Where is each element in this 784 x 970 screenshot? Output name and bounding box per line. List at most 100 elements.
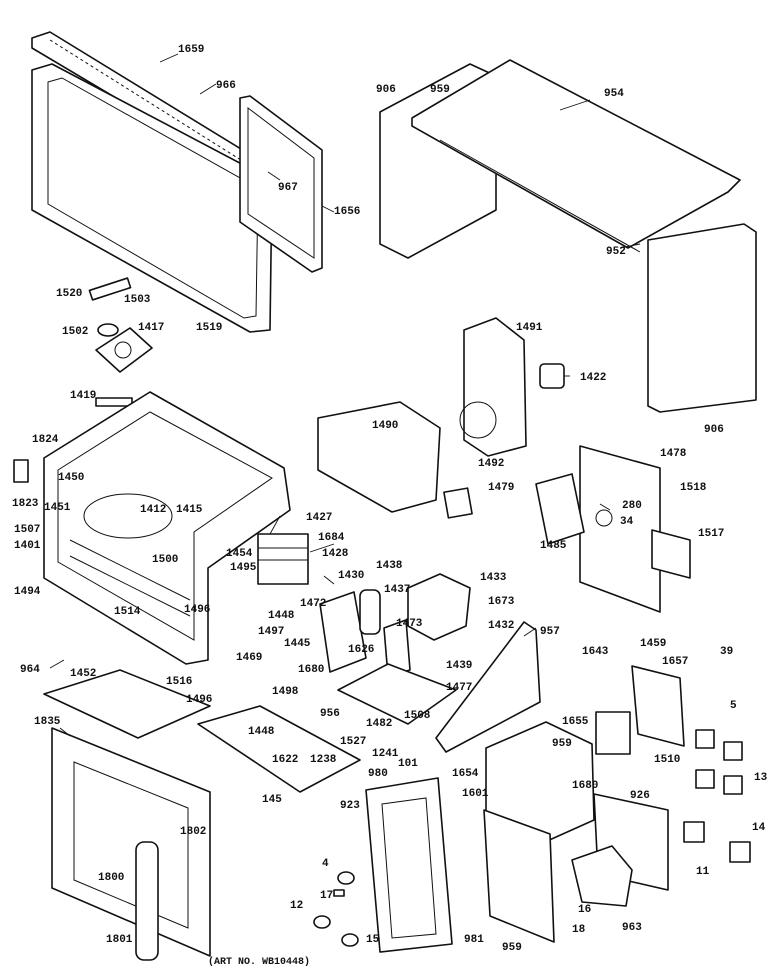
label-923: 923 — [340, 800, 360, 812]
label-1419: 1419 — [70, 390, 96, 402]
transformer-1433-part — [407, 573, 471, 641]
brace-957-part — [435, 621, 541, 753]
label-15: 15 — [366, 934, 380, 946]
fan-bracket-1491-part — [459, 317, 527, 457]
label-1473: 1473 — [396, 618, 423, 630]
label-1491: 1491 — [516, 322, 543, 334]
motor-plate-1417-part — [95, 327, 153, 373]
stirrer-1502-part — [97, 323, 119, 337]
label-1802: 1802 — [180, 826, 206, 838]
label-1433: 1433 — [480, 572, 507, 584]
label-1514: 1514 — [114, 606, 141, 618]
label-1520: 1520 — [56, 288, 82, 300]
choke-panel-part — [239, 95, 323, 273]
label-11: 11 — [696, 866, 710, 878]
board-1655-part — [595, 711, 631, 755]
label-1824: 1824 — [32, 434, 59, 446]
label-967: 967 — [278, 182, 298, 194]
label-1498: 1498 — [272, 686, 299, 698]
clip-1823-part — [13, 459, 29, 483]
label-952: 952 — [606, 246, 626, 258]
label-1454: 1454 — [226, 548, 253, 560]
plate-1479-part — [443, 487, 473, 519]
hinge-1419-part — [95, 397, 133, 407]
label-1472: 1472 — [300, 598, 326, 610]
label-1437: 1437 — [384, 584, 410, 596]
label-906-right: 906 — [704, 424, 724, 436]
label-1680-a: 1680 — [298, 664, 324, 676]
label-959-mid: 959 — [552, 738, 572, 750]
label-926: 926 — [630, 790, 650, 802]
label-1510: 1510 — [654, 754, 680, 766]
label-1432: 1432 — [488, 620, 514, 632]
label-981: 981 — [464, 934, 484, 946]
label-1680-b: 1680 — [572, 780, 598, 792]
bottom-plate-part — [43, 669, 361, 793]
panel-18-part — [483, 809, 555, 943]
label-1654: 1654 — [452, 768, 479, 780]
label-34: 34 — [620, 516, 634, 528]
label-906-top: 906 — [376, 84, 396, 96]
label-1430: 1430 — [338, 570, 364, 582]
diode-bracket-1473-part — [383, 619, 411, 677]
label-1469: 1469 — [236, 652, 262, 664]
label-1438: 1438 — [376, 560, 403, 572]
label-16: 16 — [578, 904, 591, 916]
label-1502: 1502 — [62, 326, 88, 338]
label-1495: 1495 — [230, 562, 257, 574]
label-1494: 1494 — [14, 586, 41, 598]
label-964: 964 — [20, 664, 40, 676]
bracket-1517-part — [651, 529, 691, 579]
cover-1657-part — [631, 665, 685, 747]
label-1643: 1643 — [582, 646, 609, 658]
label-1485: 1485 — [540, 540, 567, 552]
art-number: (ART NO. WB10448) — [208, 956, 310, 968]
label-1477: 1477 — [446, 682, 472, 694]
label-4: 4 — [322, 858, 329, 870]
label-1659: 1659 — [178, 44, 204, 56]
label-1479: 1479 — [488, 482, 514, 494]
label-17: 17 — [320, 890, 333, 902]
label-1684: 1684 — [318, 532, 345, 544]
label-1497: 1497 — [258, 626, 284, 638]
label-1500: 1500 — [152, 554, 178, 566]
label-1417: 1417 — [138, 322, 164, 334]
door-frame-923-part — [365, 777, 453, 953]
label-1835: 1835 — [34, 716, 61, 728]
magnetron-1428-part — [257, 533, 309, 585]
label-1503: 1503 — [124, 294, 151, 306]
label-280: 280 — [622, 500, 642, 512]
label-1800: 1800 — [98, 872, 124, 884]
label-1490: 1490 — [372, 420, 398, 432]
label-1527: 1527 — [340, 736, 366, 748]
oven-cavity-part — [43, 391, 291, 665]
switch-housing-16-part — [571, 845, 633, 907]
label-1519: 1519 — [196, 322, 222, 334]
label-959-top: 959 — [430, 84, 450, 96]
label-1427: 1427 — [306, 512, 332, 524]
label-13: 13 — [754, 772, 768, 784]
air-guide-1490-part — [317, 401, 441, 513]
label-1482: 1482 — [366, 718, 392, 730]
leader-lines — [49, 53, 641, 737]
label-1508: 1508 — [404, 710, 431, 722]
label-966: 966 — [216, 80, 236, 92]
label-980: 980 — [368, 768, 388, 780]
door-1800-part — [51, 727, 211, 957]
label-957: 957 — [540, 626, 560, 638]
knob-parts-group — [313, 871, 359, 947]
label-1238: 1238 — [310, 754, 337, 766]
base-tray-part — [337, 663, 457, 725]
label-1412: 1412 — [140, 504, 166, 516]
label-1518: 1518 — [680, 482, 707, 494]
label-1451: 1451 — [44, 502, 71, 514]
bracket-1520-part — [88, 277, 132, 301]
label-18: 18 — [572, 924, 586, 936]
label-39: 39 — [720, 646, 733, 658]
label-1415: 1415 — [176, 504, 203, 516]
cap-bracket-1472-part — [319, 591, 367, 673]
label-963: 963 — [622, 922, 642, 934]
label-1241: 1241 — [372, 748, 399, 760]
label-1401: 1401 — [14, 540, 41, 552]
